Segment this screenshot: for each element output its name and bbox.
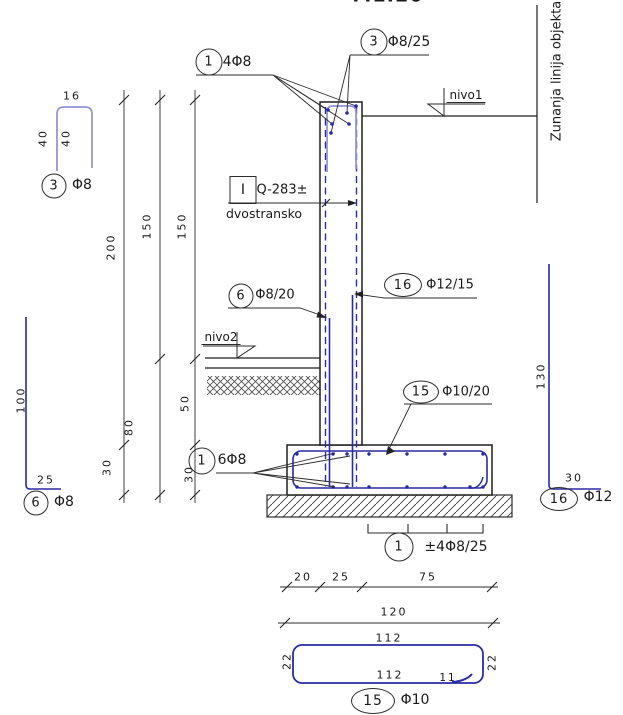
callout-15-footing-text: Φ10/20 [442, 384, 490, 400]
bar3-mark: 3 [41, 173, 67, 199]
soil-hatch [207, 376, 320, 395]
dimension-ticks [118, 94, 201, 501]
bar6-dim-25: 25 [37, 473, 55, 487]
stirrup15-dim-bottom: 112 [376, 668, 404, 682]
callout-16-wall-text: Φ12/15 [426, 277, 474, 293]
callout-1-top-text: 4Φ8 [222, 54, 252, 70]
mesh-code: Q-283± [256, 182, 308, 198]
bar3-dim-40-right: 40 [59, 129, 73, 147]
detail-stirrup15-hook [451, 673, 473, 683]
callout-15-footing-mark: 15 [403, 380, 439, 404]
stirrup15-dim-left: 22 [280, 652, 294, 670]
ground-lines-left [205, 357, 320, 369]
stirrup15-dim-hook: 11 [439, 671, 457, 684]
nivo2-level-icon [203, 332, 257, 359]
footing-stirrup-hook [469, 476, 484, 489]
bar3-dim-40-left: 40 [36, 129, 50, 147]
bar16-mark: 16 [540, 487, 578, 511]
callout-1-bottom-text: ±4Φ8/25 [424, 539, 488, 555]
bar3-size: Φ8 [72, 177, 92, 193]
stirrup15-mark: 15 [351, 688, 395, 714]
nivo1-label: nivo1 [446, 89, 486, 103]
dim-150-left: 150 [140, 212, 154, 240]
dim-75: 75 [419, 570, 437, 584]
dim-80: 80 [122, 418, 136, 436]
bar3-dim-16: 16 [63, 89, 81, 103]
mesh-note: dvostransko [225, 205, 303, 221]
nivo1-level-icon [426, 88, 485, 117]
dim-30-right: 30 [182, 465, 196, 483]
callout-3-top-text: Φ8/25 [387, 34, 431, 50]
callout-16-wall-mark: 16 [384, 273, 422, 297]
scale-title: M1:20 [352, 0, 423, 6]
leader-arrowheads [316, 200, 395, 455]
detail-bar6-shape [25, 317, 61, 490]
bar6-dim-100: 100 [14, 386, 28, 414]
bar6-size: Φ8 [54, 494, 74, 510]
callout-1-bottom-mark: 1 [384, 532, 414, 562]
dim-150-right: 150 [175, 212, 189, 240]
detail-bar3-shape [56, 106, 93, 171]
horizontal-dimension-ticks [279, 581, 499, 629]
vertical-dimension-lines [123, 90, 196, 503]
mesh-mark-box: I [229, 176, 257, 204]
detail-bar16-shape [548, 264, 601, 490]
dim-30-left: 30 [100, 458, 114, 476]
dim-200: 200 [104, 233, 118, 261]
bar16-size: Φ12 [583, 489, 613, 505]
blinding-layer [266, 494, 513, 518]
callout-1-top-mark: 1 [195, 48, 223, 76]
dim-50: 50 [178, 394, 192, 412]
callout-1-footing-mark: 1 [188, 447, 216, 475]
detail-stirrup15-shape [292, 644, 484, 684]
dim-120: 120 [380, 605, 408, 619]
bar16-dim-130: 130 [534, 362, 548, 390]
callout-6-wall-text: Φ8/20 [255, 287, 295, 303]
stirrup15-dim-top: 112 [375, 631, 403, 645]
mesh-leader-tick [321, 198, 331, 208]
bar6-mark: 6 [23, 490, 49, 516]
wall-solid-bars [328, 295, 354, 487]
callout-6-wall-mark: 6 [228, 283, 254, 309]
stirrup15-size: Φ10 [400, 692, 430, 708]
leader-end-dots [326, 104, 358, 135]
dim-20: 20 [294, 570, 312, 584]
callout-3-top-mark: 3 [360, 28, 388, 56]
wall-dashed-bars [324, 107, 358, 487]
nivo2-label: nivo2 [201, 331, 241, 345]
stirrup15-dim-right: 22 [485, 653, 499, 671]
dim-25: 25 [332, 570, 350, 584]
callout-1-footing-text: 6Φ8 [217, 452, 247, 468]
bar16-dim-30: 30 [565, 471, 583, 485]
bar-zone-bracket [367, 524, 484, 534]
horizontal-dimension-lines [278, 586, 500, 624]
outer-line-label: Zunanja linija objekta [549, 0, 565, 142]
